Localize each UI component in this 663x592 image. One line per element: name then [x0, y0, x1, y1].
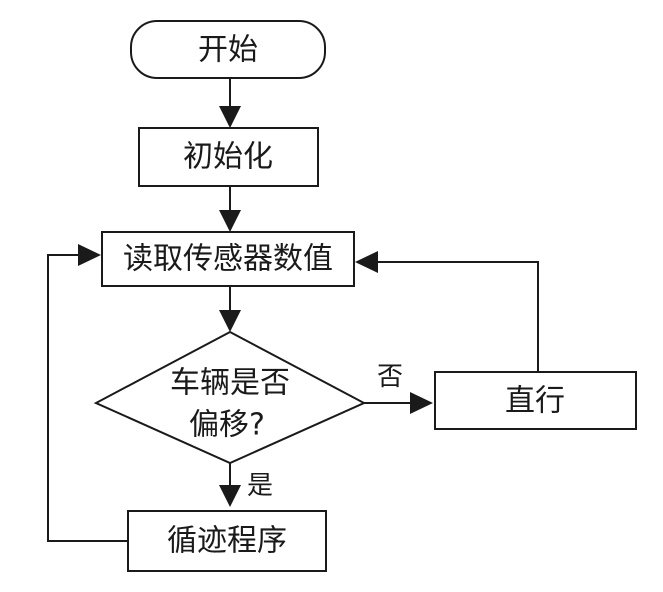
arrowhead-loop-left — [78, 244, 101, 266]
start-terminal — [130, 20, 326, 79]
track-program-box — [127, 510, 327, 572]
no-branch-label: 否 — [377, 362, 403, 392]
connector-track-read — [47, 254, 128, 542]
start-label: 开始 — [198, 33, 258, 68]
decision-label-line1: 车辆是否 — [170, 366, 290, 401]
arrowhead-to-init — [219, 106, 241, 128]
read-sensor-box — [101, 231, 355, 287]
straight-box — [434, 371, 637, 430]
arrowhead-loop-right — [355, 251, 378, 273]
decision-diamond — [93, 330, 367, 465]
arrowhead-to-decision — [219, 310, 241, 332]
decision-label-line2: 偏移? — [189, 408, 265, 443]
read-sensor-label: 读取传感器数值 — [123, 242, 333, 277]
arrowhead-to-straight — [410, 392, 433, 414]
arrowhead-to-track — [219, 485, 241, 507]
init-box — [138, 127, 319, 187]
init-label: 初始化 — [183, 140, 273, 175]
yes-branch-label: 是 — [247, 471, 273, 501]
connector-straight-read — [378, 261, 539, 372]
track-program-label: 循迹程序 — [167, 524, 287, 559]
arrowhead-to-read — [219, 210, 241, 232]
straight-label: 直行 — [505, 384, 565, 419]
